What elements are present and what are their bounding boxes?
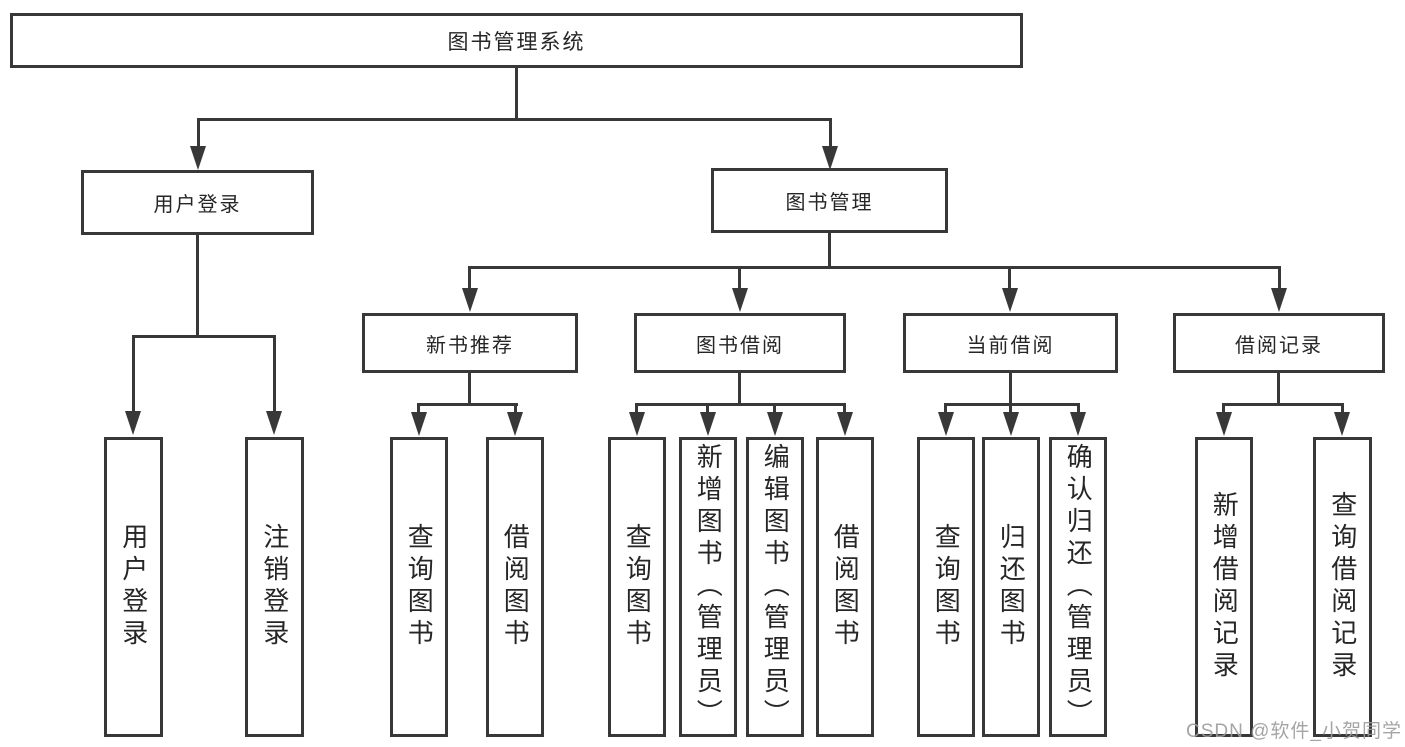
node-root: 图书管理系统 <box>10 13 1023 68</box>
node-add-book-admin: 新增图书（管理员） <box>679 437 737 737</box>
node-book-borrow: 图书借阅 <box>634 313 846 373</box>
connector-drop <box>829 118 832 148</box>
connector-drop <box>843 403 846 415</box>
arrow-down-icon <box>700 412 716 436</box>
connector-branch <box>468 266 1281 269</box>
node-borrow-books-recommend: 借阅图书 <box>486 437 544 737</box>
arrow-down-icon <box>938 412 954 436</box>
node-borrow-records-label: 借阅记录 <box>1235 334 1323 357</box>
connector-branch <box>132 335 276 338</box>
node-book-management: 图书管理 <box>711 168 948 233</box>
connector-branch <box>417 403 518 406</box>
csdn-watermark: CSDN @软件_小贺同学 <box>1186 721 1402 742</box>
connector-drop <box>1222 403 1225 415</box>
arrow-down-icon <box>190 146 206 170</box>
node-borrow-records: 借阅记录 <box>1173 313 1385 373</box>
node-query-borrow-record: 查询借阅记录 <box>1313 437 1372 737</box>
node-add-borrow-record: 新增借阅记录 <box>1195 437 1253 737</box>
connector-drop <box>514 403 517 415</box>
arrow-down-icon <box>411 412 427 436</box>
node-borrow-books-borrow: 借阅图书 <box>816 437 874 737</box>
arrow-down-icon <box>767 412 783 436</box>
node-book-borrow-label: 图书借阅 <box>696 334 784 357</box>
node-query-books-recommend: 查询图书 <box>390 437 448 737</box>
connector-drop <box>273 335 276 413</box>
node-user-login-leaf: 用户登录 <box>104 437 163 737</box>
node-logout: 注销登录 <box>245 437 304 737</box>
connector-drop <box>1278 266 1281 291</box>
node-book-management-label: 图书管理 <box>785 192 874 214</box>
connector-drop <box>132 335 135 413</box>
connector-drop <box>773 403 776 415</box>
node-return-books-label: 归还图书 <box>996 523 1027 651</box>
arrow-down-icon <box>462 288 478 312</box>
node-edit-book-admin-label: 编辑图书（管理员） <box>760 443 791 731</box>
connector-drop <box>706 403 709 415</box>
node-user-login-label: 用户登录 <box>153 194 242 216</box>
arrow-down-icon <box>1070 412 1086 436</box>
node-logout-label: 注销登录 <box>259 523 290 651</box>
connector-drop <box>1008 266 1011 291</box>
node-new-book-recommend-label: 新书推荐 <box>426 334 514 357</box>
connector-drop <box>468 266 471 291</box>
connector-stem <box>515 68 518 121</box>
connector-branch <box>1222 403 1344 406</box>
arrow-down-icon <box>1216 412 1232 436</box>
arrow-down-icon <box>125 411 141 435</box>
node-query-books-current: 查询图书 <box>917 437 975 737</box>
connector-stem <box>828 233 831 269</box>
node-root-label: 图书管理系统 <box>447 30 586 54</box>
arrow-down-icon <box>1271 288 1287 312</box>
node-current-borrow-label: 当前借阅 <box>966 334 1055 357</box>
node-add-borrow-record-label: 新增借阅记录 <box>1209 491 1240 683</box>
arrow-down-icon <box>822 146 838 170</box>
node-edit-book-admin: 编辑图书（管理员） <box>746 437 804 737</box>
node-confirm-return-admin-label: 确认归还（管理员） <box>1063 443 1094 731</box>
connector-drop <box>417 403 420 415</box>
connector-drop <box>1077 403 1080 415</box>
node-query-books-current-label: 查询图书 <box>931 523 962 651</box>
arrow-down-icon <box>837 412 853 436</box>
node-confirm-return-admin: 确认归还（管理员） <box>1049 437 1107 737</box>
connector-drop <box>635 403 638 415</box>
connector-branch <box>944 403 1080 406</box>
connector-drop <box>738 266 741 291</box>
arrow-down-icon <box>1003 412 1019 436</box>
arrow-down-icon <box>732 288 748 312</box>
node-query-books-borrow-label: 查询图书 <box>622 523 653 651</box>
node-query-books-recommend-label: 查询图书 <box>404 523 435 651</box>
node-borrow-books-recommend-label: 借阅图书 <box>500 523 531 651</box>
connector-drop <box>1009 403 1012 415</box>
connector-drop <box>197 118 200 148</box>
arrow-down-icon <box>1334 412 1350 436</box>
node-user-login-leaf-label: 用户登录 <box>118 523 149 651</box>
node-user-login: 用户登录 <box>81 170 314 235</box>
arrow-down-icon <box>629 412 645 436</box>
connector-drop <box>944 403 947 415</box>
arrow-down-icon <box>507 412 523 436</box>
connector-stem <box>1277 373 1280 406</box>
node-query-books-borrow: 查询图书 <box>608 437 666 737</box>
node-new-book-recommend: 新书推荐 <box>362 313 578 373</box>
connector-branch <box>635 403 846 406</box>
connector-stem <box>196 235 199 338</box>
connector-stem <box>738 373 741 406</box>
connector-branch <box>197 118 832 121</box>
connector-stem <box>468 373 471 406</box>
node-borrow-books-borrow-label: 借阅图书 <box>830 523 861 651</box>
arrow-down-icon <box>266 411 282 435</box>
node-current-borrow: 当前借阅 <box>903 313 1118 373</box>
connector-stem <box>1009 373 1012 406</box>
node-add-book-admin-label: 新增图书（管理员） <box>693 443 724 731</box>
node-query-borrow-record-label: 查询借阅记录 <box>1327 491 1358 683</box>
node-return-books: 归还图书 <box>982 437 1040 737</box>
connector-drop <box>1341 403 1344 415</box>
arrow-down-icon <box>1002 288 1018 312</box>
